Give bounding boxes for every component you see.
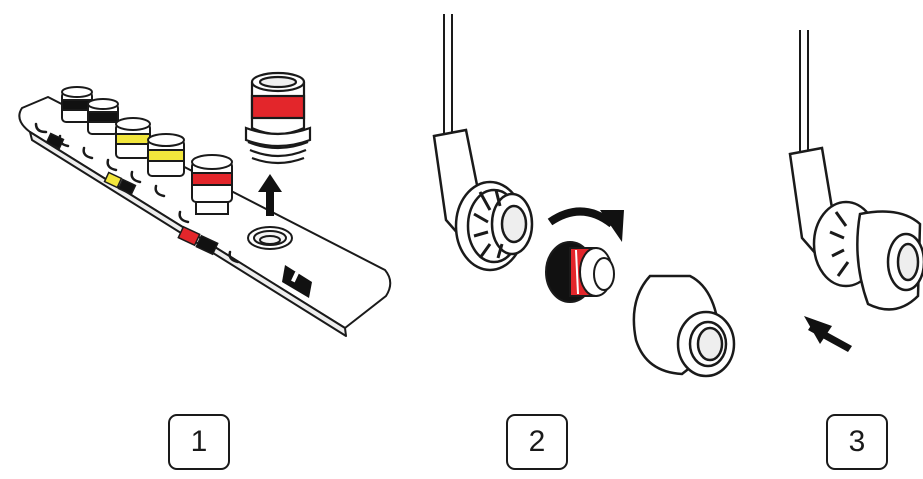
adapter-tray (19, 97, 390, 336)
rotate-arrow-icon (550, 210, 624, 242)
step-1-badge: 1 (168, 414, 230, 470)
adapter-yellow-2 (148, 134, 184, 176)
step-3-number: 3 (849, 427, 866, 457)
adapter-red-small (192, 155, 232, 214)
adapter-red-lifted (246, 73, 310, 163)
ear-tip (634, 276, 734, 376)
adapter-red (546, 242, 614, 302)
earbud-with-tip (790, 148, 923, 309)
adapter-yellow-1 (116, 118, 150, 158)
step-3-badge: 3 (826, 414, 888, 470)
step-1-illustration (0, 0, 400, 400)
earbud-body (434, 130, 532, 270)
push-arrow-icon (804, 316, 852, 352)
step-2-number: 2 (529, 427, 546, 457)
step-2-illustration (400, 0, 760, 400)
step-2-badge: 2 (506, 414, 568, 470)
step-3-illustration (760, 0, 923, 400)
earbud-cable (444, 14, 452, 134)
adapter-black-2 (88, 99, 118, 134)
step-2-panel: 2 (400, 0, 760, 479)
step-1-panel: 1 (0, 0, 400, 479)
step-3-panel: 3 (760, 0, 923, 479)
earbud-cable (800, 30, 808, 152)
step-1-number: 1 (191, 427, 208, 457)
empty-socket (248, 227, 292, 249)
